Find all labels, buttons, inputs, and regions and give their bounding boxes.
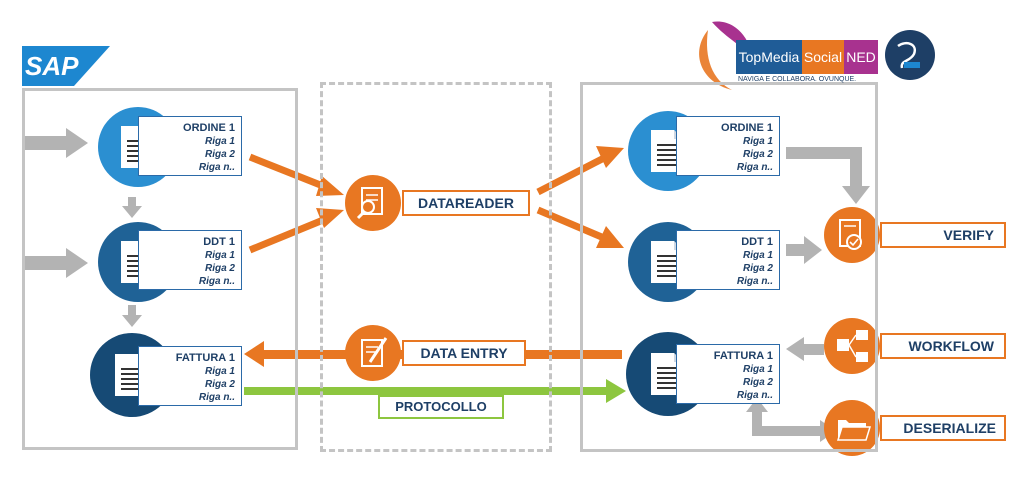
arrow-ordine-to-datareader bbox=[248, 153, 344, 196]
verify-label: VERIFY bbox=[880, 222, 1006, 248]
doc-row: Riga 2 bbox=[742, 263, 773, 274]
doc-row: Riga n.. bbox=[198, 162, 235, 173]
doc-title: FATTURA 1 bbox=[175, 352, 235, 364]
doc-row: Riga n.. bbox=[198, 276, 235, 287]
workflow-icon bbox=[824, 318, 880, 374]
doc-title: DDT 1 bbox=[203, 236, 235, 248]
social-logo: Social bbox=[802, 40, 844, 74]
doc-title: ORDINE 1 bbox=[721, 122, 773, 134]
doc-card-left-fattura: FATTURA 1 Riga 1 Riga 2 Riga n.. bbox=[138, 346, 242, 406]
doc-row: Riga 1 bbox=[204, 366, 235, 377]
doc-title: FATTURA 1 bbox=[713, 350, 773, 362]
topmedia-tagline: NAVIGA E COLLABORA. OVUNQUE. bbox=[738, 76, 857, 83]
sap-community-badge bbox=[885, 30, 935, 80]
doc-card-right-ddt: DDT 1 Riga 1 Riga 2 Riga n.. bbox=[676, 230, 780, 290]
doc-row: Riga 2 bbox=[204, 149, 235, 160]
input-arrow-ddt bbox=[24, 248, 88, 278]
sap-logo bbox=[22, 46, 110, 86]
doc-row: Riga n.. bbox=[736, 276, 773, 287]
folder-icon bbox=[824, 400, 880, 456]
doc-row: Riga 2 bbox=[204, 379, 235, 390]
arrow-workflow-to-fattura bbox=[786, 337, 824, 361]
doc-row: Riga n.. bbox=[736, 390, 773, 401]
doc-row: Riga 1 bbox=[204, 250, 235, 261]
arrow-ddt-to-datareader bbox=[248, 208, 344, 254]
topmedia-logo: TopMedia bbox=[736, 40, 802, 74]
doc-row: Riga 1 bbox=[204, 136, 235, 147]
topmedia-swoosh bbox=[699, 21, 752, 90]
doc-row: Riga 2 bbox=[742, 377, 773, 388]
data-entry-label: DATA ENTRY bbox=[402, 340, 526, 366]
doc-card-left-ordine: ORDINE 1 Riga 1 Riga 2 Riga n.. bbox=[138, 116, 242, 176]
doc-row: Riga 1 bbox=[742, 136, 773, 147]
doc-title: ORDINE 1 bbox=[183, 122, 235, 134]
sap-logo-text: SAP bbox=[25, 51, 79, 81]
doc-card-left-ddt: DDT 1 Riga 1 Riga 2 Riga n.. bbox=[138, 230, 242, 290]
left-panel bbox=[22, 88, 298, 450]
doc-row: Riga 1 bbox=[742, 250, 773, 261]
protocollo-label: PROTOCOLLO bbox=[378, 395, 504, 419]
arrow-protocollo bbox=[244, 379, 626, 403]
doc-title: DDT 1 bbox=[741, 236, 773, 248]
workflow-label: WORKFLOW bbox=[880, 333, 1006, 359]
verify-icon bbox=[824, 207, 880, 263]
doc-row: Riga 2 bbox=[742, 149, 773, 160]
doc-card-right-fattura: FATTURA 1 Riga 1 Riga 2 Riga n.. bbox=[676, 344, 780, 404]
arrow-ordine-to-verify bbox=[786, 147, 870, 204]
right-panel bbox=[580, 82, 878, 452]
middle-panel bbox=[320, 82, 552, 452]
doc-row: Riga n.. bbox=[736, 162, 773, 173]
doc-row: Riga 1 bbox=[742, 364, 773, 375]
arrow-ddt-to-fattura bbox=[122, 305, 142, 327]
doc-card-right-ordine: ORDINE 1 Riga 1 Riga 2 Riga n.. bbox=[676, 116, 780, 176]
arrow-ordine-to-ddt bbox=[122, 197, 142, 218]
doc-row: Riga n.. bbox=[198, 392, 235, 403]
datareader-icon bbox=[345, 175, 401, 231]
ned-logo: NED bbox=[844, 40, 878, 74]
data-entry-icon bbox=[345, 325, 401, 381]
deserialize-label: DESERIALIZE bbox=[880, 415, 1006, 441]
doc-row: Riga 2 bbox=[204, 263, 235, 274]
arrow-ddt-to-verify bbox=[786, 236, 822, 264]
datareader-label: DATAREADER bbox=[402, 190, 530, 216]
input-arrow-ordine bbox=[24, 128, 88, 158]
